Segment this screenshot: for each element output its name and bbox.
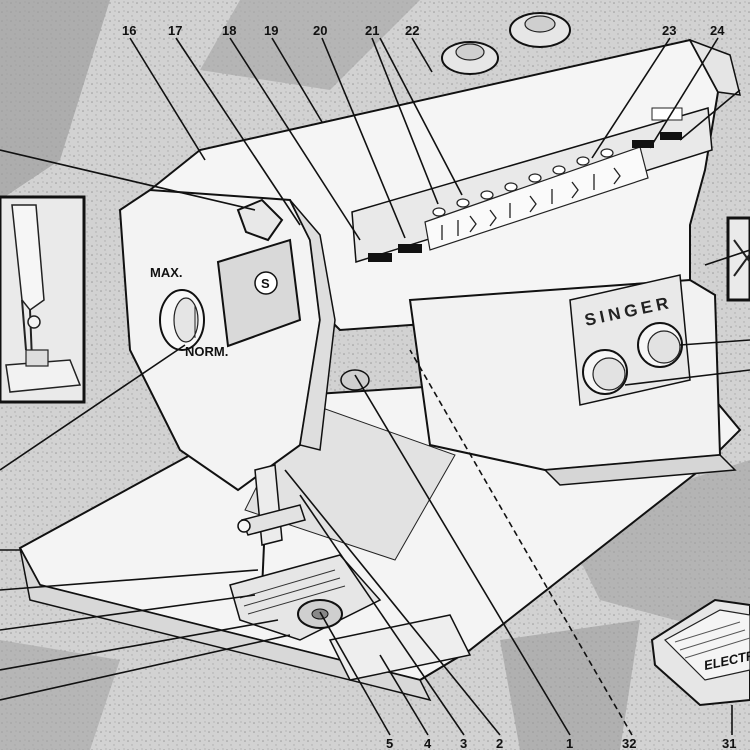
- callouts-bottom: 5 4 3 2 1 32 31: [386, 736, 736, 750]
- callout-19: 19: [264, 23, 278, 38]
- callout-32: 32: [622, 736, 636, 750]
- callout-31: 31: [722, 736, 736, 750]
- stitch-width-knob[interactable]: [637, 322, 683, 368]
- callout-23: 23: [662, 23, 676, 38]
- stitch-display: [651, 107, 683, 121]
- stitch-indicator-lights: [432, 148, 614, 217]
- stitch-panel: [351, 107, 713, 263]
- singer-logo-icon: [254, 271, 278, 295]
- reverse-button[interactable]: [660, 132, 682, 140]
- machine-head: MAX. NORM. S: [118, 188, 336, 492]
- callout-17: 17: [168, 23, 182, 38]
- thread-take-up-lever[interactable]: [236, 198, 284, 242]
- callout-20: 20: [313, 23, 327, 38]
- callout-24: 24: [710, 23, 725, 38]
- stitch-pattern-symbols: [441, 167, 621, 240]
- dial-norm-label: NORM.: [185, 344, 228, 359]
- spool-pins: [441, 12, 571, 75]
- callout-16: 16: [122, 23, 136, 38]
- callouts-top: 16 17 18 19 20 21 22 23 24: [122, 23, 725, 38]
- stitch-width-button[interactable]: [398, 244, 422, 253]
- callout-21: 21: [365, 23, 379, 38]
- callout-18: 18: [222, 23, 236, 38]
- callout-22: 22: [405, 23, 419, 38]
- bobbin-winder[interactable]: [340, 369, 370, 391]
- thread-tension-dial[interactable]: [159, 289, 205, 351]
- twin-needle-button[interactable]: [632, 140, 654, 148]
- callout-2: 2: [496, 736, 503, 750]
- callout-5: 5: [386, 736, 393, 750]
- dial-max-label: MAX.: [150, 265, 183, 280]
- inset-needle-detail: [0, 195, 86, 404]
- stitch-length-knob[interactable]: [582, 349, 628, 395]
- inset-right-detail: [726, 216, 750, 302]
- leader-lines: [0, 37, 750, 736]
- needle-assembly: [237, 464, 306, 591]
- foot-pedal: ELECTR: [650, 598, 750, 707]
- needle-plate: [229, 554, 472, 681]
- callout-4: 4: [424, 736, 432, 750]
- logo-letter: S: [261, 276, 270, 291]
- callout-3: 3: [460, 736, 467, 750]
- stitch-length-button[interactable]: [368, 253, 392, 262]
- logo-plate: [216, 238, 302, 348]
- callout-1: 1: [566, 736, 573, 750]
